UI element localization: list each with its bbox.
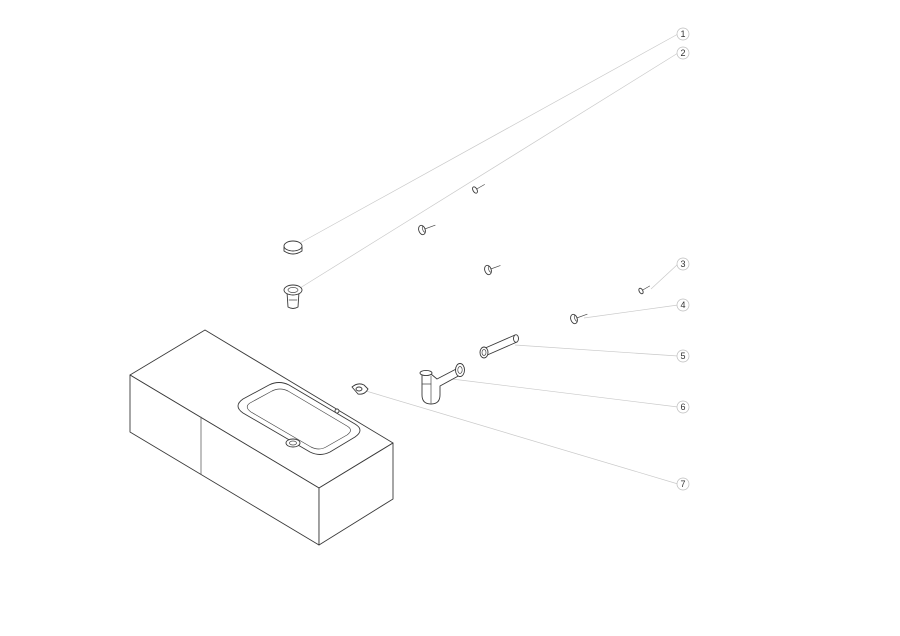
drain-cap bbox=[283, 240, 303, 255]
leader-line-6 bbox=[451, 378, 679, 408]
callout-6: 6 bbox=[676, 400, 690, 414]
overflow-cover bbox=[351, 383, 369, 395]
callout-number: 3 bbox=[680, 259, 685, 269]
cabinet-right-side bbox=[318, 442, 394, 546]
wall-screw-a bbox=[472, 184, 485, 194]
wall-screw-b bbox=[418, 224, 436, 236]
wall-pipe bbox=[479, 334, 519, 359]
basin-drain bbox=[285, 438, 301, 448]
leader-line-7 bbox=[365, 390, 679, 485]
leader-lines bbox=[299, 33, 679, 485]
anchor-bolt bbox=[570, 313, 588, 325]
callout-number: 6 bbox=[680, 402, 685, 412]
small-screw bbox=[638, 285, 651, 295]
callout-number: 4 bbox=[680, 300, 685, 310]
bottle-siphon bbox=[419, 363, 465, 405]
callout-5: 5 bbox=[676, 349, 690, 363]
callout-3: 3 bbox=[676, 257, 690, 271]
callout-number: 2 bbox=[680, 48, 685, 58]
callout-7: 7 bbox=[676, 477, 690, 491]
drain-valve bbox=[283, 284, 303, 309]
callout-number: 7 bbox=[680, 479, 685, 489]
basin-drain-inner bbox=[289, 440, 297, 446]
leader-line-4 bbox=[583, 304, 679, 319]
leader-line-5 bbox=[514, 344, 679, 357]
leader-line-1 bbox=[299, 33, 679, 244]
leader-line-3 bbox=[650, 263, 679, 290]
basin-inner-wall bbox=[246, 388, 351, 450]
basin-rim bbox=[237, 382, 361, 455]
callout-number: 5 bbox=[680, 351, 685, 361]
callout-1: 1 bbox=[676, 27, 690, 41]
wall-screw-c bbox=[484, 264, 501, 276]
callout-2: 2 bbox=[676, 46, 690, 60]
tap-hole bbox=[334, 408, 340, 414]
vanity-unit-with-basin bbox=[129, 329, 394, 546]
leader-line-2 bbox=[299, 52, 679, 289]
callout-number: 1 bbox=[680, 29, 685, 39]
callout-4: 4 bbox=[676, 298, 690, 312]
